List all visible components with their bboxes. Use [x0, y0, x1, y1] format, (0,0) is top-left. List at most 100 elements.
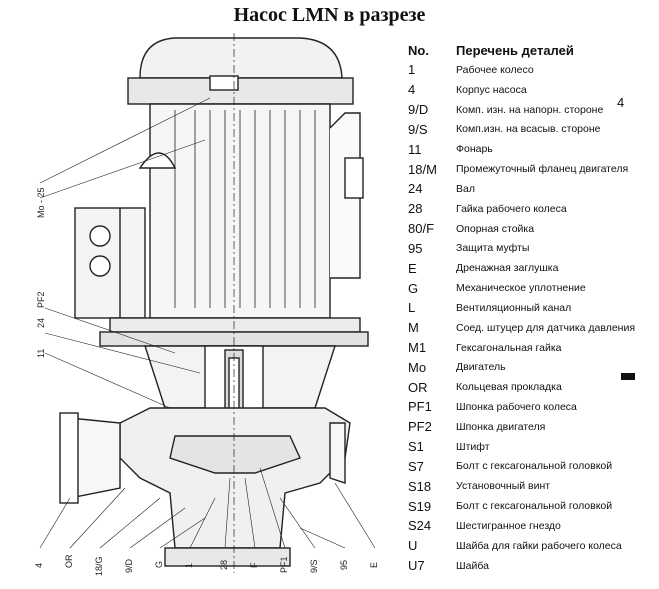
- label-bottom-28: 28: [219, 560, 229, 570]
- part-name: Рабочее колесо: [456, 63, 534, 76]
- part-number: S7: [408, 458, 424, 474]
- label-mo-25: Mo - 25: [36, 187, 46, 218]
- label-bottom-4: 4: [34, 563, 44, 568]
- parts-list-row: 9/D Комп. изн. на напорн. стороне: [408, 100, 656, 120]
- parts-list-row: G Механическое уплотнение: [408, 278, 656, 298]
- terminal-box: [74, 207, 146, 319]
- part-number: 11: [408, 141, 422, 157]
- parts-list-row: M Соед. штуцер для датчика давления: [408, 318, 656, 338]
- page-title: Насос LMN в разрезе: [233, 4, 426, 26]
- part-name: Двигатель: [456, 361, 506, 374]
- part-number: U: [408, 538, 418, 554]
- lifting-eye: [138, 152, 177, 169]
- motor-fins: [174, 110, 316, 308]
- part-name: Соед. штуцер для датчика давления: [456, 321, 636, 334]
- label-bottom-f: F: [249, 562, 259, 568]
- cable-gland-top: [89, 225, 111, 247]
- parts-list-row: S19 Болт с гексагональной головкой: [408, 496, 656, 516]
- part-name: Шайба для гайки рабочего колеса: [456, 539, 622, 552]
- part-name: Дренажная заглушка: [456, 262, 559, 275]
- parts-list-row: S1 Штифт: [408, 437, 656, 457]
- parts-list-row: 18/M Промежуточный фланец двигателя: [408, 159, 656, 179]
- parts-list-row: 9/S Комп.изн. на всасыв. стороне: [408, 119, 656, 139]
- motor-fan-cover: [127, 77, 354, 105]
- part-name: Комп.изн. на всасыв. стороне: [456, 123, 601, 136]
- parts-list-row: Mo Двигатель: [408, 357, 656, 377]
- part-number: E: [408, 260, 417, 276]
- motor-top-cap: [139, 37, 343, 79]
- pump-cross-section-drawing: Mo - 25 PF2 24 11 4 OR 18/G 9/D G 1 28 F…: [34, 33, 379, 576]
- part-name: Болт с гексагональной головкой: [456, 460, 613, 473]
- part-name: Кольцевая прокладка: [456, 381, 562, 394]
- label-11: 11: [36, 349, 46, 358]
- part-number: 9/D: [408, 102, 429, 118]
- base-foot: [164, 547, 291, 567]
- part-number: PF1: [408, 399, 432, 415]
- arrow-marker-icon: [621, 373, 635, 380]
- part-name: Промежуточный фланец двигателя: [456, 163, 629, 176]
- part-name: Штифт: [456, 440, 490, 453]
- part-name: Механическое уплотнение: [456, 282, 586, 295]
- part-number: G: [408, 280, 419, 296]
- label-bottom-95: 95: [339, 560, 349, 570]
- part-number: M: [408, 320, 419, 336]
- part-name: Шайба: [456, 559, 489, 572]
- part-number: S19: [408, 498, 432, 514]
- part-name: Комп. изн. на напорн. стороне: [456, 103, 604, 116]
- part-number: 9/S: [408, 121, 428, 137]
- parts-list-rows: 1 Рабочее колесо 4 Корпус насоса 9/D Комп. из…: [408, 60, 656, 576]
- part-name: Болт с гексагональной головкой: [456, 500, 613, 513]
- label-bottom-or: OR: [64, 554, 74, 568]
- label-bottom-g: G: [154, 561, 164, 568]
- label-bottom-18g: 18/G: [94, 556, 104, 576]
- cable-gland-bottom: [89, 255, 111, 277]
- label-bottom-e: E: [369, 562, 379, 568]
- parts-list-row: S24 Шестигранное гнездо: [408, 516, 656, 536]
- parts-list-row: 28 Гайка рабочего колеса: [408, 199, 656, 219]
- leader-lines: [39, 97, 376, 549]
- motor-flange: [109, 317, 361, 333]
- part-name: Корпус насоса: [456, 83, 527, 96]
- label-bottom-9d: 9/D: [124, 558, 134, 573]
- part-number: 28: [408, 201, 423, 217]
- label-bottom-pf1: PF1: [279, 556, 289, 573]
- pump-casing: [119, 407, 351, 549]
- part-name: Защита муфты: [456, 242, 530, 255]
- part-number: S24: [408, 518, 432, 534]
- parts-list-row: 1 Рабочее колесо: [408, 60, 656, 80]
- part-number: PF2: [408, 419, 432, 435]
- part-number: 4: [408, 82, 416, 98]
- right-flange: [329, 422, 346, 484]
- part-name: Вентиляционный канал: [456, 301, 572, 314]
- side-marker: 4: [617, 95, 625, 110]
- parts-list-row: U7 Шайба: [408, 556, 656, 576]
- motor-nameplate: [209, 75, 239, 91]
- label-bottom-9s: 9/S: [309, 559, 319, 573]
- impeller: [169, 435, 301, 474]
- part-number: U7: [408, 558, 425, 574]
- label-bottom-1: 1: [184, 563, 194, 568]
- parts-list-row: E Дренажная заглушка: [408, 258, 656, 278]
- part-name: Шестигранное гнездо: [456, 519, 561, 532]
- part-name: Вал: [456, 182, 475, 195]
- parts-list-row: 4 Корпус насоса: [408, 80, 656, 100]
- column-no-header: No.: [408, 42, 429, 58]
- part-number: 1: [408, 62, 416, 78]
- part-number: 18/M: [408, 161, 437, 177]
- part-number: 80/F: [408, 221, 435, 237]
- part-name: Гайка рабочего колеса: [456, 202, 567, 215]
- part-name: Гексагональная гайка: [456, 341, 562, 354]
- part-name: Фонарь: [456, 143, 493, 156]
- parts-list-header: No. Перечень деталей: [408, 40, 656, 60]
- part-number: S1: [408, 439, 424, 455]
- part-number: Mo: [408, 359, 427, 375]
